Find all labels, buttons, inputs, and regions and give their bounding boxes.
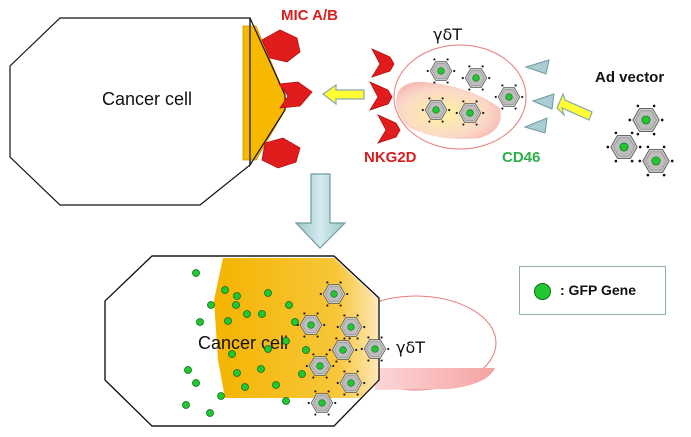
mic-label: MIC A/B (281, 7, 338, 24)
arrow-down-icon (294, 173, 347, 249)
legend-label: : GFP Gene (560, 282, 636, 298)
mic-ligands (261, 29, 313, 169)
arrow-diagonal-icon (556, 92, 593, 121)
gfp-expression-dots (182, 269, 310, 417)
gamma-delta-t-cell-top: γδT (393, 25, 527, 150)
ad-vector-label: Ad vector (595, 69, 664, 86)
legend: : GFP Gene (519, 266, 666, 315)
cancer-cell-bottom-label: Cancer cell (198, 333, 288, 353)
green-dot-icon (534, 283, 551, 300)
cd46-receptors (523, 59, 555, 134)
gamma-delta-top-label: γδT (433, 25, 462, 44)
cancer-cell-top-label: Cancer cell (102, 89, 192, 109)
gamma-delta-bottom-label: γδT (396, 338, 425, 357)
cd46-label: CD46 (502, 149, 540, 166)
ad-vectors-free (606, 104, 674, 177)
arrow-left-icon (321, 83, 365, 106)
nkg2d-label: NKG2D (364, 149, 417, 166)
cancer-cell-top: Cancer cell (9, 17, 286, 206)
